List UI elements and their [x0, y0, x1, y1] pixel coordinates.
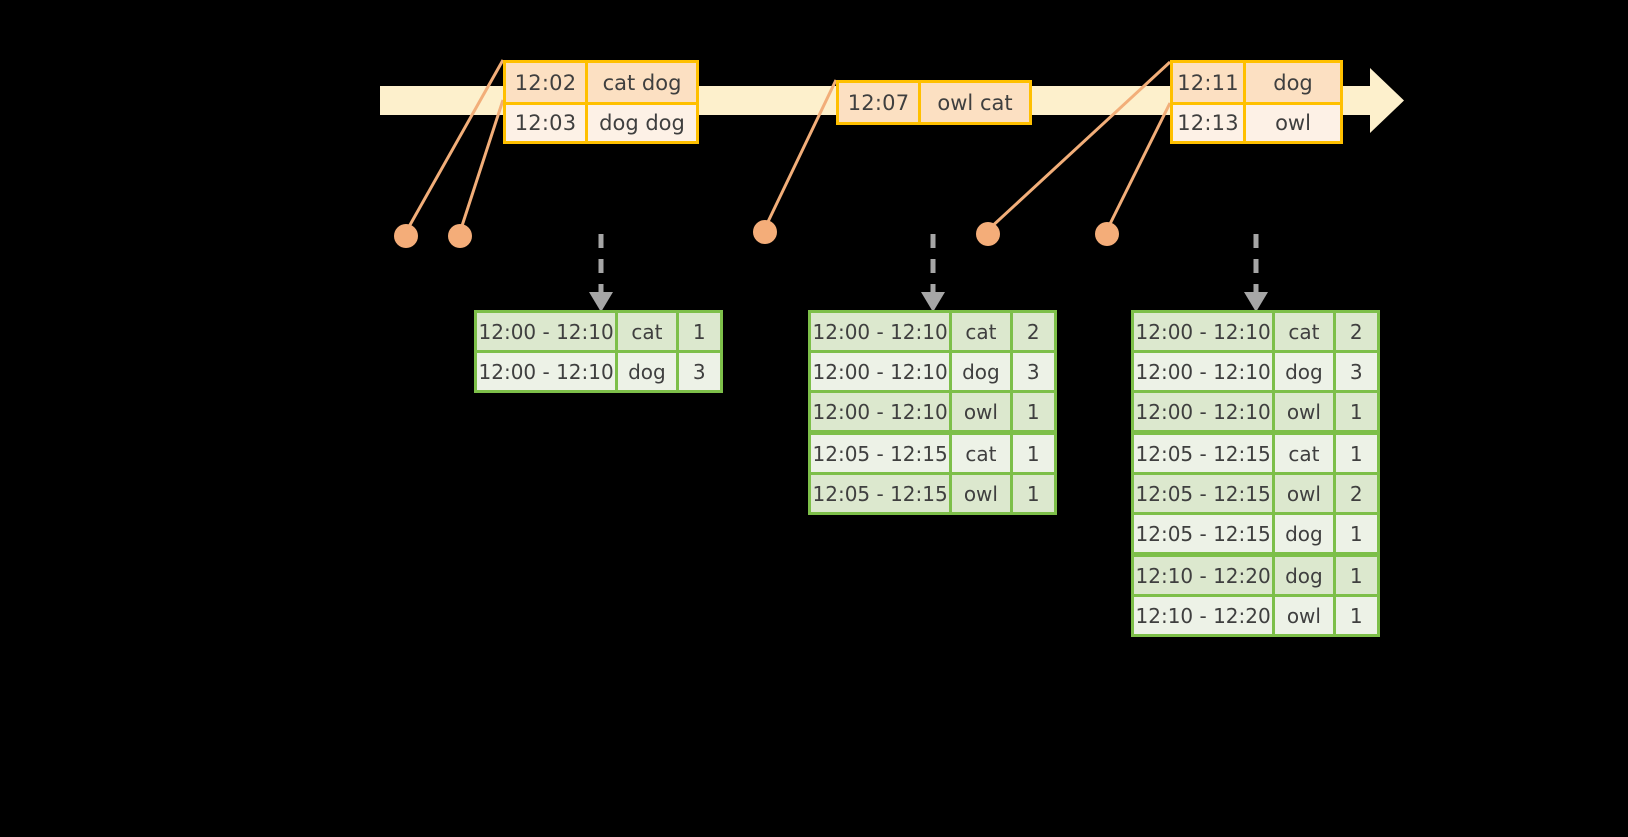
- event-time: 12:02: [506, 63, 588, 102]
- table-row[interactable]: 12:00 - 12:10 cat 2: [811, 313, 1054, 350]
- cell-count: 3: [1335, 353, 1377, 390]
- cell-window: 12:05 - 12:15: [1134, 435, 1273, 472]
- event-words: dog: [1273, 70, 1313, 95]
- event-words: cat dog: [602, 70, 682, 95]
- event-marker-12-07: [753, 220, 777, 244]
- cell-window: 12:05 - 12:15: [1134, 515, 1273, 552]
- event-marker-12-02: [394, 224, 418, 248]
- cell-count: 1: [1012, 475, 1054, 512]
- cell-window: 12:00 - 12:10: [811, 313, 950, 350]
- event-row[interactable]: 12:11 dog: [1173, 63, 1340, 102]
- table-row[interactable]: 12:10 - 12:20 dog 1: [1134, 557, 1377, 594]
- cell-count: 3: [678, 353, 720, 390]
- cell-word: dog: [952, 353, 1010, 390]
- event-time: 12:03: [506, 105, 588, 141]
- cell-window: 12:00 - 12:10: [1134, 393, 1273, 430]
- cell-count: 1: [678, 313, 720, 350]
- cell-window: 12:05 - 12:15: [811, 435, 950, 472]
- table-row[interactable]: 12:00 - 12:10 dog 3: [477, 353, 720, 390]
- cell-count: 1: [1335, 515, 1377, 552]
- table-row[interactable]: 12:05 - 12:15 owl 2: [1134, 475, 1377, 512]
- cell-word: owl: [1275, 597, 1333, 634]
- cell-word: dog: [618, 353, 676, 390]
- cell-word: cat: [952, 435, 1010, 472]
- cell-word: dog: [1275, 353, 1333, 390]
- cell-count: 1: [1012, 435, 1054, 472]
- table-row[interactable]: 12:00 - 12:10 owl 1: [1134, 393, 1377, 430]
- cell-word: dog: [1275, 557, 1333, 594]
- cell-window: 12:00 - 12:10: [811, 353, 950, 390]
- cell-count: 1: [1335, 557, 1377, 594]
- event-time: 12:07: [839, 83, 921, 122]
- cell-count: 1: [1335, 597, 1377, 634]
- dashed-arrows: [598, 234, 1259, 292]
- cell-word: owl: [952, 475, 1010, 512]
- table-row[interactable]: 12:05 - 12:15 dog 1: [1134, 515, 1377, 552]
- table-row[interactable]: 12:05 - 12:15 cat 1: [1134, 435, 1377, 472]
- table-row[interactable]: 12:00 - 12:10 cat 1: [477, 313, 720, 350]
- cell-window: 12:00 - 12:10: [811, 393, 950, 430]
- cell-window: 12:10 - 12:20: [1134, 557, 1273, 594]
- event-row[interactable]: 12:03 dog dog: [506, 102, 696, 141]
- event-dot-markers: [394, 220, 1119, 248]
- cell-count: 1: [1335, 435, 1377, 472]
- table-row[interactable]: 12:05 - 12:15 owl 1: [811, 475, 1054, 512]
- table-row[interactable]: 12:10 - 12:20 owl 1: [1134, 597, 1377, 634]
- event-group-1: 12:02 cat dog 12:03 dog dog: [503, 60, 699, 144]
- cell-word: dog: [1275, 515, 1333, 552]
- cell-word: cat: [1275, 435, 1333, 472]
- event-marker-12-11: [976, 222, 1000, 246]
- event-marker-12-03: [448, 224, 472, 248]
- cell-count: 3: [1012, 353, 1054, 390]
- cell-window: 12:00 - 12:10: [477, 313, 616, 350]
- event-time: 12:11: [1173, 63, 1246, 102]
- table-row[interactable]: 12:00 - 12:10 cat 2: [1134, 313, 1377, 350]
- table-row[interactable]: 12:05 - 12:15 cat 1: [811, 435, 1054, 472]
- cell-window: 12:00 - 12:10: [1134, 353, 1273, 390]
- cell-window: 12:00 - 12:10: [477, 353, 616, 390]
- event-words: dog dog: [599, 111, 685, 135]
- event-group-3: 12:11 dog 12:13 owl: [1170, 60, 1343, 144]
- cell-window: 12:00 - 12:10: [1134, 313, 1273, 350]
- table-row[interactable]: 12:00 - 12:10 dog 3: [1134, 353, 1377, 390]
- cell-word: cat: [618, 313, 676, 350]
- result-table-1: 12:00 - 12:10 cat 1 12:00 - 12:10 dog 3: [474, 310, 723, 393]
- cell-count: 1: [1012, 393, 1054, 430]
- cell-word: cat: [952, 313, 1010, 350]
- table-row[interactable]: 12:00 - 12:10 dog 3: [811, 353, 1054, 390]
- event-words: owl: [1275, 111, 1311, 135]
- cell-word: cat: [1275, 313, 1333, 350]
- cell-word: owl: [1275, 393, 1333, 430]
- cell-window: 12:05 - 12:15: [1134, 475, 1273, 512]
- result-table-2: 12:00 - 12:10 cat 2 12:00 - 12:10 dog 3 …: [808, 310, 1057, 515]
- cell-count: 2: [1335, 313, 1377, 350]
- event-row[interactable]: 12:02 cat dog: [506, 63, 696, 102]
- result-table-3: 12:00 - 12:10 cat 2 12:00 - 12:10 dog 3 …: [1131, 310, 1380, 637]
- table-row[interactable]: 12:00 - 12:10 owl 1: [811, 393, 1054, 430]
- cell-word: owl: [952, 393, 1010, 430]
- cell-window: 12:10 - 12:20: [1134, 597, 1273, 634]
- cell-count: 1: [1335, 393, 1377, 430]
- event-marker-12-13: [1095, 222, 1119, 246]
- cell-word: owl: [1275, 475, 1333, 512]
- event-row[interactable]: 12:13 owl: [1173, 102, 1340, 141]
- dashed-arrow-heads: [589, 292, 1268, 312]
- cell-window: 12:05 - 12:15: [811, 475, 950, 512]
- event-time: 12:13: [1173, 105, 1246, 141]
- event-row[interactable]: 12:07 owl cat: [839, 83, 1029, 122]
- cell-count: 2: [1335, 475, 1377, 512]
- cell-count: 2: [1012, 313, 1054, 350]
- event-group-2: 12:07 owl cat: [836, 80, 1032, 125]
- event-words: owl cat: [937, 90, 1013, 115]
